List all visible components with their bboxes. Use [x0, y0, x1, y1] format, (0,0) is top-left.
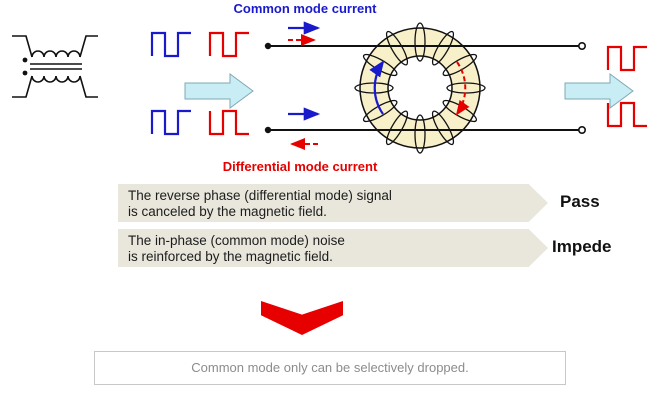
input-waveform-icons: [150, 31, 249, 136]
conclusion-text: Common mode only can be selectively drop…: [191, 360, 469, 375]
flux-arrow-red-icon: [455, 61, 470, 116]
red-down-arrow-icon: [261, 301, 343, 335]
pass-label: Pass: [560, 192, 600, 211]
choke-diagram: [12, 21, 647, 154]
banner-common-line1: The in-phase (common mode) noise: [128, 233, 345, 248]
banner-differential-line2: is canceled by the magnetic field.: [128, 204, 327, 220]
flux-arrow-blue-icon: [369, 60, 385, 115]
block-arrow-left-icon: [184, 73, 254, 109]
common-mode-label: Common mode current: [233, 1, 377, 16]
current-direction-arrows: [288, 21, 321, 150]
conclusion-box: Common mode only can be selectively drop…: [94, 351, 566, 385]
banner-common: The in-phase (common mode) noise is rein…: [118, 229, 548, 267]
banner-differential: The reverse phase (differential mode) si…: [118, 184, 548, 222]
differential-mode-label: Differential mode current: [222, 159, 378, 174]
toroid-core: [359, 27, 481, 149]
choke-schematic-icon: [12, 35, 98, 98]
banner-differential-line1: The reverse phase (differential mode) si…: [128, 188, 392, 203]
impede-label: Impede: [552, 237, 612, 256]
output-waveform-icons: [606, 45, 647, 128]
block-arrow-right-icon: [564, 73, 634, 109]
banner-common-line2: is reinforced by the magnetic field.: [128, 249, 333, 265]
